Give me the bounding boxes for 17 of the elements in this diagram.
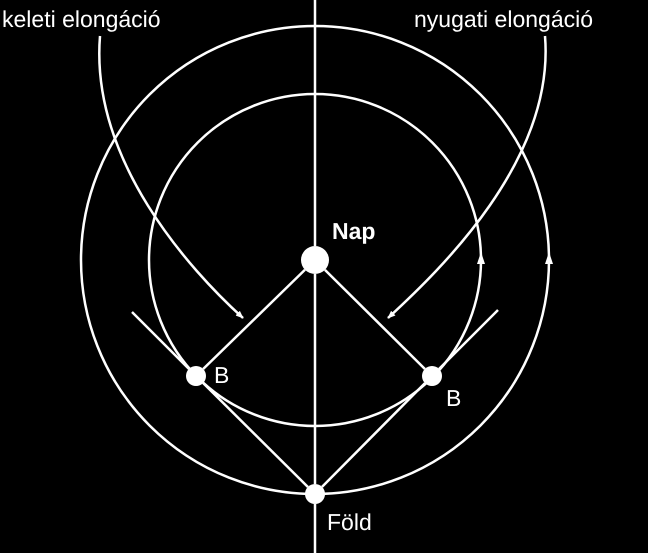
point-label: B xyxy=(214,364,230,387)
line xyxy=(314,274,316,484)
point-label: Nap xyxy=(332,220,376,243)
sun-circle xyxy=(301,246,329,274)
line xyxy=(202,382,309,488)
point-label: B xyxy=(446,387,462,410)
planet-dot xyxy=(422,366,442,386)
planet-dot xyxy=(305,484,325,504)
leader-arrow xyxy=(98,36,244,319)
callout-label: keleti elongáció xyxy=(2,8,161,31)
planet-dot xyxy=(186,366,206,386)
leader-arrow xyxy=(387,36,546,319)
line xyxy=(202,268,306,370)
callout-label: nyugati elongáció xyxy=(414,8,594,31)
line xyxy=(324,268,426,370)
point-label: Föld xyxy=(327,511,372,534)
line xyxy=(321,382,426,488)
